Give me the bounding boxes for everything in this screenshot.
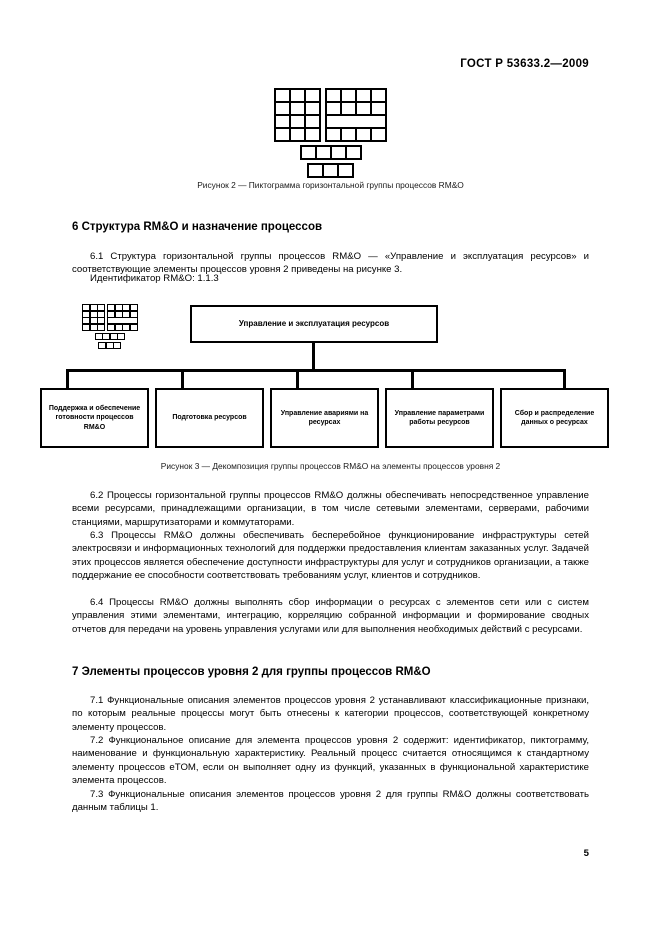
diagram-drop-line-3: [296, 369, 299, 390]
figure-2-image: [0, 88, 661, 178]
rmo-pictogram-icon: [274, 88, 387, 178]
diagram-child-box-1-label: Поддержка и обеспечение готовности проце…: [48, 404, 141, 431]
paragraph-7-1: 7.1 Функциональные описания элементов пр…: [72, 695, 589, 733]
diagram-child-box-3-label: Управление авариями на ресурсах: [280, 409, 369, 427]
pictogram-small-left-grid: [82, 304, 105, 331]
diagram-child-box-1: Поддержка и обеспечение готовности проце…: [40, 388, 149, 448]
figure-3-caption: Рисунок 3 — Декомпозиция группы процессо…: [160, 461, 501, 471]
pictogram-small-right-grid: [107, 304, 138, 331]
figure-3-diagram: Управление и эксплуатация ресурсов Подде…: [40, 302, 621, 454]
pictogram-small-bottom-grid-a: [94, 332, 125, 340]
pictogram-small-bottom-grid-b: [98, 341, 122, 349]
paragraph-7-2: 7.2 Функциональное описание для элемента…: [72, 735, 589, 787]
diagram-child-box-4-label: Управление параметрами работы ресурсов: [394, 409, 485, 427]
pictogram-bottom-grid-b: [307, 163, 354, 178]
diagram-child-box-2-label: Подготовка ресурсов: [172, 414, 247, 422]
section-6-heading: 6 Структура RM&O и назначение процессов: [72, 221, 323, 233]
paragraph-6-4: 6.4 Процессы RM&O должны выполнять сбор …: [72, 597, 589, 635]
diagram-top-box: Управление и эксплуатация ресурсов: [190, 305, 438, 343]
diagram-child-box-5-label: Сбор и распределение данных о ресурсах: [514, 409, 595, 427]
diagram-drop-line-5: [563, 369, 566, 390]
paragraph-6-3: 6.3 Процессы RM&O должны обеспечивать бе…: [72, 530, 589, 582]
diagram-child-boxes-row: Поддержка и обеспечение готовности проце…: [40, 388, 621, 448]
pictogram-right-grid: [325, 88, 387, 142]
section-7-heading: 7 Элементы процессов уровня 2 для группы…: [72, 666, 431, 678]
figure-2-caption: Рисунок 2 — Пиктограмма горизонтальной г…: [197, 180, 464, 190]
rmo-pictogram-small-icon: [82, 304, 138, 349]
pictogram-bottom-grid-a: [299, 145, 362, 160]
standard-number-header: ГОСТ Р 53633.2—2009: [460, 58, 589, 70]
paragraph-7-3: 7.3 Функциональные описания элементов пр…: [72, 789, 589, 814]
diagram-child-box-3: Управление авариями на ресурсах: [270, 388, 379, 448]
paragraph-6-1: 6.1 Структура горизонтальной группы проц…: [72, 251, 589, 276]
diagram-drop-line-4: [411, 369, 414, 390]
diagram-child-box-5: Сбор и распределение данных о ресурсах: [500, 388, 609, 448]
diagram-child-box-4: Управление параметрами работы ресурсов: [385, 388, 494, 448]
diagram-drop-line-2: [181, 369, 184, 390]
diagram-drop-line-1: [66, 369, 69, 390]
pictogram-left-grid: [274, 88, 321, 142]
page-number: 5: [583, 848, 589, 859]
paragraph-6-2: 6.2 Процессы горизонтальной группы проце…: [72, 490, 589, 528]
diagram-top-box-label: Управление и эксплуатация ресурсов: [238, 319, 390, 328]
diagram-vertical-stem: [312, 343, 315, 369]
diagram-child-box-2: Подготовка ресурсов: [155, 388, 264, 448]
diagram-horizontal-bus: [66, 369, 566, 372]
rmo-identifier-line: Идентификатор RM&O: 1.1.3: [90, 273, 219, 284]
